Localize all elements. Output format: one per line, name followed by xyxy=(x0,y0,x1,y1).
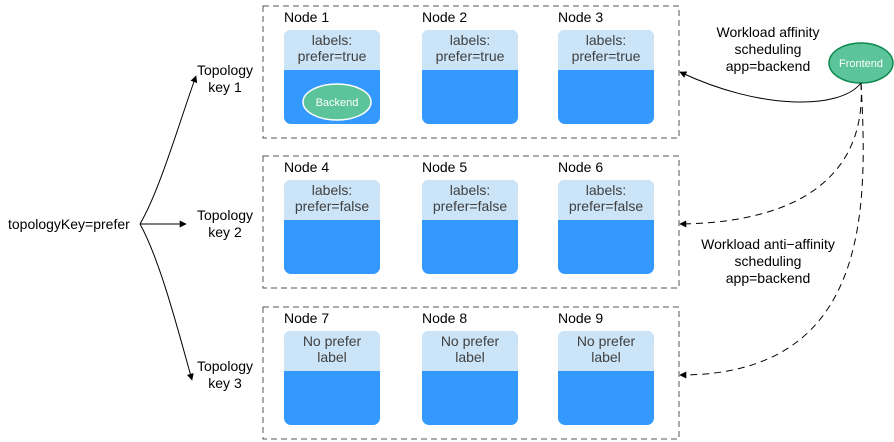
node-label-line2: label xyxy=(455,349,485,365)
node-label-line1: No prefer xyxy=(303,333,362,349)
node-name: Node 4 xyxy=(284,159,329,175)
node-label-box-edge xyxy=(284,210,380,220)
node-label-box-edge xyxy=(284,60,380,70)
affinity-label-line2: scheduling xyxy=(735,41,802,57)
group-border xyxy=(262,306,680,440)
node-label-line2: label xyxy=(591,349,621,365)
node-label-box-edge xyxy=(558,60,654,70)
topology-key-1-line1: Topology xyxy=(197,62,253,78)
node-name: Node 7 xyxy=(284,310,329,326)
backend-pod-label: Backend xyxy=(316,97,359,109)
node-5: Node 5 labels:prefer=false xyxy=(422,159,518,274)
backend-pod: Backend xyxy=(302,83,372,121)
group-border xyxy=(262,5,680,139)
branch-to-key-1 xyxy=(139,75,198,225)
node-name: Node 8 xyxy=(422,310,467,326)
node-label-line2: prefer=true xyxy=(436,48,505,64)
node-label-box-edge xyxy=(558,210,654,220)
node-2: Node 2 labels:prefer=true xyxy=(422,9,518,124)
node-name: Node 1 xyxy=(284,9,329,25)
anti-affinity-label-line3: app=backend xyxy=(726,270,810,286)
node-name: Node 3 xyxy=(558,9,603,25)
node-label-box-edge xyxy=(422,210,518,220)
topology-key-root: topologyKey=prefer xyxy=(8,216,130,232)
affinity-label-line1: Workload affinity xyxy=(717,24,820,40)
node-name: Node 6 xyxy=(558,159,603,175)
root-branches xyxy=(139,75,198,381)
anti-affinity-label-line2: scheduling xyxy=(735,253,802,269)
node-label-box-edge xyxy=(558,361,654,371)
topology-key-3: Topology key 3 xyxy=(197,358,253,391)
node-label-line2: prefer=false xyxy=(569,198,644,214)
node-label-line1: labels: xyxy=(312,32,352,48)
topology-key-3-line1: Topology xyxy=(197,358,253,374)
node-3: Node 3 labels:prefer=true xyxy=(558,9,654,124)
node-label-line1: labels: xyxy=(312,182,352,198)
anti-affinity-label: Workload anti−affinity scheduling app=ba… xyxy=(701,236,835,286)
anti-affinity-arrow-group-3 xyxy=(679,82,864,379)
node-label-line2: prefer=false xyxy=(295,198,370,214)
topology-key-3-line2: key 3 xyxy=(208,375,242,391)
node-label-line1: labels: xyxy=(586,182,626,198)
topology-key-2-line1: Topology xyxy=(197,207,253,223)
backend-pod-ellipse xyxy=(302,83,372,121)
node-name: Node 2 xyxy=(422,9,467,25)
node-label-box-edge xyxy=(422,361,518,371)
branch-to-key-3 xyxy=(139,223,194,381)
affinity-label-line3: app=backend xyxy=(726,58,810,74)
node-label-line1: No prefer xyxy=(441,333,500,349)
node-name: Node 9 xyxy=(558,310,603,326)
node-label-line2: prefer=true xyxy=(572,48,641,64)
node-label-line2: prefer=true xyxy=(298,48,367,64)
anti-affinity-label-line1: Workload anti−affinity xyxy=(701,236,835,252)
affinity-arrow xyxy=(679,71,862,103)
affinity-label: Workload affinity scheduling app=backend xyxy=(717,24,820,74)
node-6: Node 6 labels:prefer=false xyxy=(558,159,654,274)
frontend-label: Frontend xyxy=(839,58,883,70)
node-label-line2: prefer=false xyxy=(433,198,508,214)
topology-key-1-line2: key 1 xyxy=(208,79,242,95)
node-name: Node 5 xyxy=(422,159,467,175)
node-label-line1: labels: xyxy=(450,32,490,48)
node-label-box-edge xyxy=(284,361,380,371)
group-border xyxy=(262,155,680,289)
node-label-line2: label xyxy=(317,349,347,365)
topology-key-1: Topology key 1 xyxy=(197,62,253,95)
topology-key-2: Topology key 2 xyxy=(197,207,253,240)
node-label-box-edge xyxy=(422,60,518,70)
node-4: Node 4 labels:prefer=false xyxy=(284,159,380,274)
topology-key-2-line2: key 2 xyxy=(208,224,242,240)
node-label-line1: labels: xyxy=(450,182,490,198)
frontend-pod: Frontend xyxy=(828,42,894,84)
node-label-line1: No prefer xyxy=(577,333,636,349)
anti-affinity-arrow-group-2 xyxy=(679,82,862,228)
node-label-line1: labels: xyxy=(586,32,626,48)
